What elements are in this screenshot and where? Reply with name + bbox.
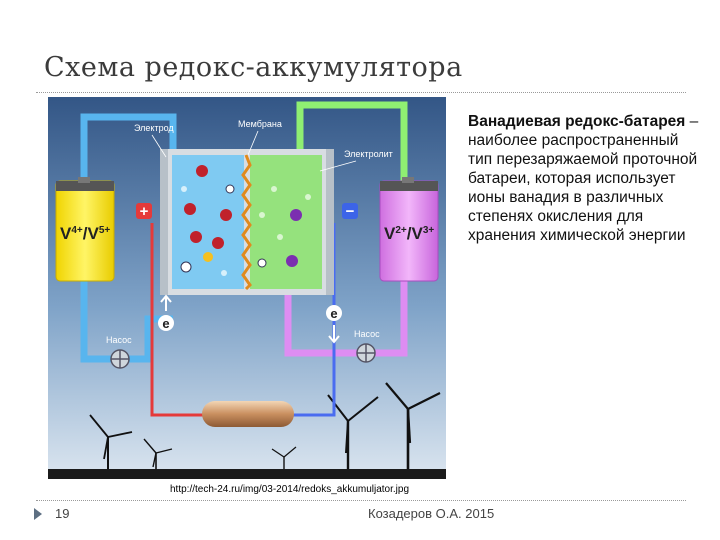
ions (180, 165, 311, 276)
description-rest: – наиболее распространенный тип перезаря… (468, 113, 699, 244)
electron-left: e (158, 294, 174, 331)
svg-text:e: e (162, 316, 169, 331)
pump-left (110, 349, 130, 369)
label-pump-left: Насос (106, 335, 132, 345)
footer-divider (36, 500, 686, 501)
svg-text:−: − (346, 203, 355, 220)
label-membrane: Мембрана (238, 119, 282, 129)
wire-positive (150, 223, 206, 417)
pipe-green (296, 101, 408, 181)
positive-terminal: + (136, 203, 152, 220)
tank-right-label: V2+/V3+ (384, 224, 434, 243)
image-source-url: http://tech-24.ru/img/03-2014/redoks_akk… (170, 484, 410, 495)
electron-right: e (326, 305, 342, 344)
label-pump-right: Насос (354, 329, 380, 339)
footer-arrow-icon (34, 508, 42, 520)
title-divider (36, 92, 686, 93)
electrochemical-cell (160, 149, 334, 295)
negative-terminal: − (342, 203, 358, 220)
pipe-violet (284, 277, 408, 357)
slide-title: Схема редокс-аккумулятора (44, 52, 463, 83)
svg-text:e: e (330, 306, 337, 321)
tank-left-label: V4+/V5+ (60, 224, 110, 243)
tank-left (55, 177, 115, 282)
wind-turbines (48, 382, 446, 479)
description-bold: Ванадиевая редокс-батарея (468, 113, 686, 130)
tank-right (379, 177, 439, 282)
description-text: Ванадиевая редокс-батарея – наиболее рас… (468, 112, 700, 245)
label-electrode: Электрод (134, 123, 174, 133)
label-electrolyte: Электролит (344, 149, 393, 159)
redox-battery-diagram: V4+/V5+ V2+/V3+ (48, 97, 446, 479)
grid-storage-cylinder (202, 401, 294, 427)
page-number: 19 (55, 506, 70, 521)
pump-right (356, 343, 376, 363)
svg-text:+: + (140, 203, 149, 220)
author-footer: Козадеров О.А. 2015 (368, 506, 495, 521)
